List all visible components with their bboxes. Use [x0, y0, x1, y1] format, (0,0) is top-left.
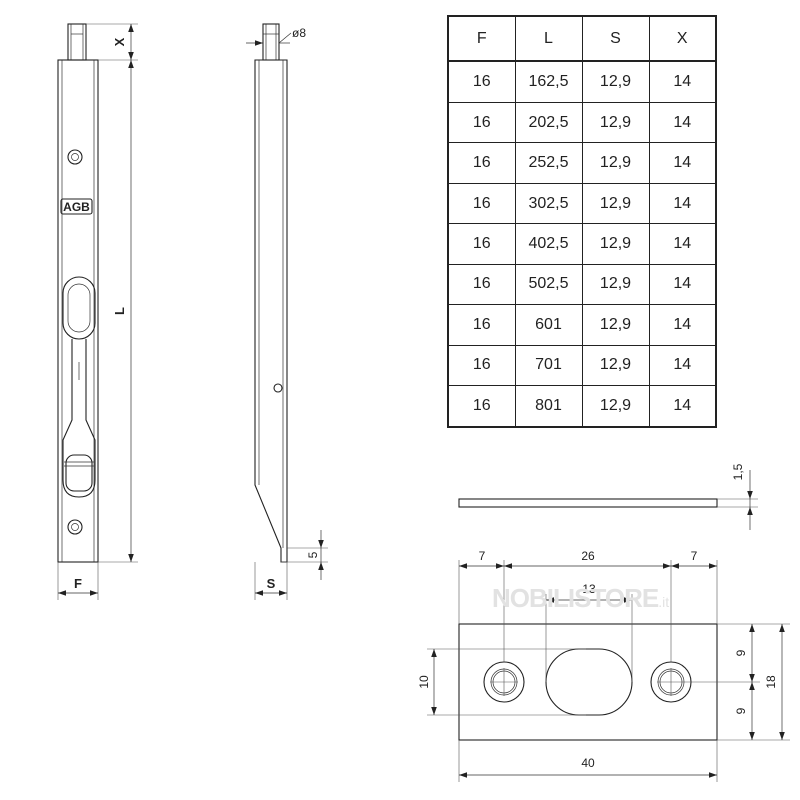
cell-s: 12,9: [581, 344, 650, 386]
cell-l: 202,5: [514, 101, 583, 144]
cell-f: 16: [447, 384, 516, 428]
cell-f: 16: [447, 142, 516, 184]
dim-slot-width-label: 13: [582, 582, 596, 596]
cell-l: 701: [514, 344, 583, 386]
strike-slot: [545, 648, 633, 716]
cell-s: 12,9: [581, 223, 650, 265]
cell-l: 601: [514, 304, 583, 346]
header-s: S: [581, 15, 650, 62]
screw-hole-top: [67, 149, 83, 165]
cell-x: 14: [648, 142, 717, 184]
table-header-row: F L S X: [447, 15, 717, 62]
dim-left-margin-label: 7: [479, 549, 486, 563]
dim-total-width-label: 40: [581, 756, 595, 770]
cell-s: 12,9: [581, 60, 650, 103]
cell-s: 12,9: [581, 384, 650, 428]
cell-l: 252,5: [514, 142, 583, 184]
front-view: AGB X L F: [57, 23, 138, 600]
cell-s: 12,9: [581, 101, 650, 144]
cell-l: 402,5: [514, 223, 583, 265]
cell-x: 14: [648, 101, 717, 144]
header-f: F: [447, 15, 516, 62]
cell-s: 12,9: [581, 263, 650, 306]
dim-total-height-label: 18: [764, 675, 778, 689]
dim-x-label: X: [112, 37, 127, 46]
cell-l: 162,5: [514, 60, 583, 103]
dim-right-margin-label: 7: [691, 549, 698, 563]
cell-x: 14: [648, 384, 717, 428]
dim-thickness-label: 1,5: [731, 463, 745, 480]
cell-x: 14: [648, 182, 717, 225]
dim-pin-label: ø8: [292, 26, 306, 40]
cell-s: 12,9: [581, 182, 650, 225]
cell-x: 14: [648, 60, 717, 103]
cell-f: 16: [447, 101, 516, 144]
cell-l: 801: [514, 384, 583, 428]
dim-s-label: S: [267, 576, 276, 591]
logo-badge: [60, 198, 93, 215]
cell-x: 14: [648, 223, 717, 265]
cell-s: 12,9: [581, 142, 650, 184]
slot-stem: [62, 339, 96, 498]
cell-f: 16: [447, 304, 516, 346]
dim-l-label: L: [112, 307, 127, 315]
dim-lower-half-label: 9: [734, 707, 748, 714]
cell-f: 16: [447, 263, 516, 306]
screw-hole-bottom: [67, 519, 83, 535]
watermark-logo: NOBILISTORE.it: [492, 583, 669, 614]
cell-f: 16: [447, 344, 516, 386]
strike-edge: [458, 498, 718, 508]
side-body: [254, 59, 288, 563]
logo-text: AGB: [63, 200, 90, 214]
cell-s: 12,9: [581, 304, 650, 346]
slot-knob: [65, 454, 93, 492]
dim-f-label: F: [74, 576, 82, 591]
bolt-body: [57, 59, 99, 563]
watermark-text: NOBILISTORE: [492, 583, 659, 613]
strike-plate-view: 7 26 7 13 40 10 9 9 18: [417, 549, 790, 782]
side-rivet: [273, 383, 283, 393]
dim-tip-label: 5: [306, 551, 320, 558]
watermark-tld: .it: [658, 594, 670, 610]
cell-l: 302,5: [514, 182, 583, 225]
side-pin: [262, 23, 280, 61]
cell-f: 16: [447, 182, 516, 225]
cell-l: 502,5: [514, 263, 583, 306]
side-view: ø8 5 S: [246, 23, 328, 600]
dim-slot-height-label: 10: [417, 675, 431, 689]
cell-x: 14: [648, 304, 717, 346]
slot-top: [62, 276, 96, 340]
strike-edge-view: 1,5: [458, 463, 758, 530]
cell-x: 14: [648, 344, 717, 386]
cell-f: 16: [447, 223, 516, 265]
cell-x: 14: [648, 263, 717, 306]
header-x: X: [648, 15, 717, 62]
cell-f: 16: [447, 60, 516, 103]
header-l: L: [514, 15, 583, 62]
dim-upper-half-label: 9: [734, 649, 748, 656]
dim-center-span-label: 26: [581, 549, 595, 563]
